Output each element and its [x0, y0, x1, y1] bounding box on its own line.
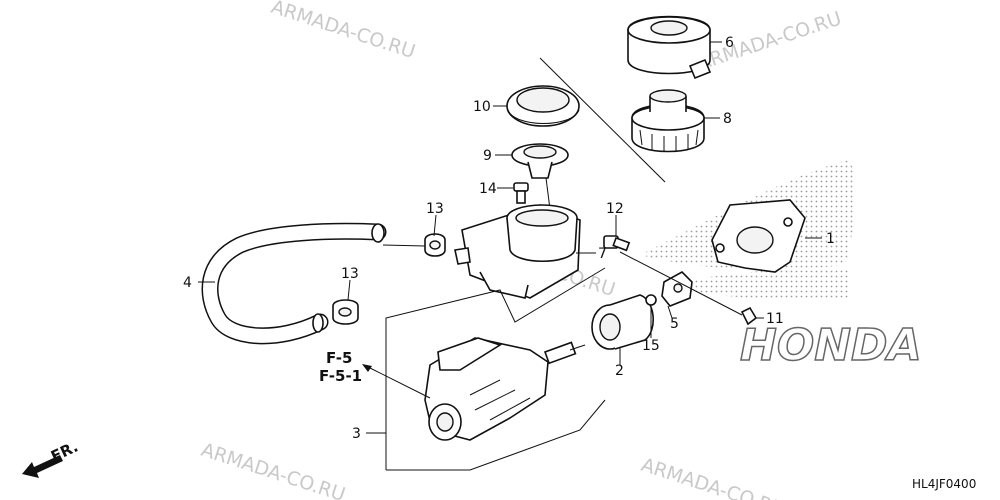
callout-13-lower: 13: [341, 266, 359, 282]
callout-7: 7: [598, 246, 607, 262]
callout-3: 3: [352, 426, 361, 442]
part-6-reservoir-cap: [627, 15, 712, 80]
callout-5: 5: [670, 316, 679, 332]
ref-arrow-line: [369, 367, 431, 399]
diagram-code: HL4JF0400: [912, 477, 976, 491]
part-10-diaphragm: [506, 85, 580, 127]
ref-f5: F-5: [326, 349, 352, 367]
callout-9: 9: [483, 148, 492, 164]
part-13-hose-clamp-lower: [332, 299, 359, 325]
watermark-1: ARMADA-CO.RU: [268, 0, 417, 63]
callout-14: 14: [479, 181, 497, 197]
front-direction-indicator: FR.: [22, 438, 81, 478]
callout-4: 4: [183, 275, 192, 291]
part-8-diaphragm-plate: [631, 89, 705, 153]
callout-1: 1: [826, 231, 835, 247]
callout-13-upper: 13: [426, 201, 444, 217]
watermark-5: ARMADA-CO.RU: [638, 454, 787, 500]
callout-8: 8: [723, 111, 732, 127]
part-4-reservoir-hose: [201, 222, 387, 345]
leader-bolt-to-pin: [619, 251, 743, 316]
watermark-4: ARMADA-CO.RU: [198, 439, 347, 500]
callout-10: 10: [473, 99, 491, 115]
ref-arrow-head: [362, 364, 372, 372]
assembly-boundary-bottom: [386, 399, 606, 471]
part-14-screw: [513, 182, 529, 204]
callout-12: 12: [606, 201, 624, 217]
part-12-bolt: [603, 235, 631, 252]
front-arrow-icon: [22, 455, 63, 478]
callout-6: 6: [725, 35, 734, 51]
callout-15: 15: [642, 338, 660, 354]
assembly-boundary-left: [385, 267, 606, 470]
watermark-2: ARMADA-CO.RU: [695, 8, 844, 75]
ref-f5-1: F-5-1: [319, 367, 362, 385]
callout-leaders: [198, 41, 822, 434]
part-3-master-cylinder: [424, 337, 586, 441]
leader-hose-to-clamp: [382, 244, 426, 247]
part-7-reservoir: [454, 204, 581, 299]
part-13-hose-clamp-upper: [424, 233, 446, 257]
callout-11: 11: [766, 311, 784, 327]
part-9-float: [511, 143, 569, 179]
callout-2: 2: [615, 363, 624, 379]
guide-line-cap: [539, 57, 666, 183]
part-15-washer: [645, 294, 657, 306]
front-label: FR.: [48, 438, 81, 466]
part-5-push-rod-joint: [661, 271, 693, 307]
honda-logo-text: HONDA: [740, 320, 922, 371]
part-1-rubber-mount: [711, 199, 806, 273]
part-2-boot: [591, 294, 654, 350]
